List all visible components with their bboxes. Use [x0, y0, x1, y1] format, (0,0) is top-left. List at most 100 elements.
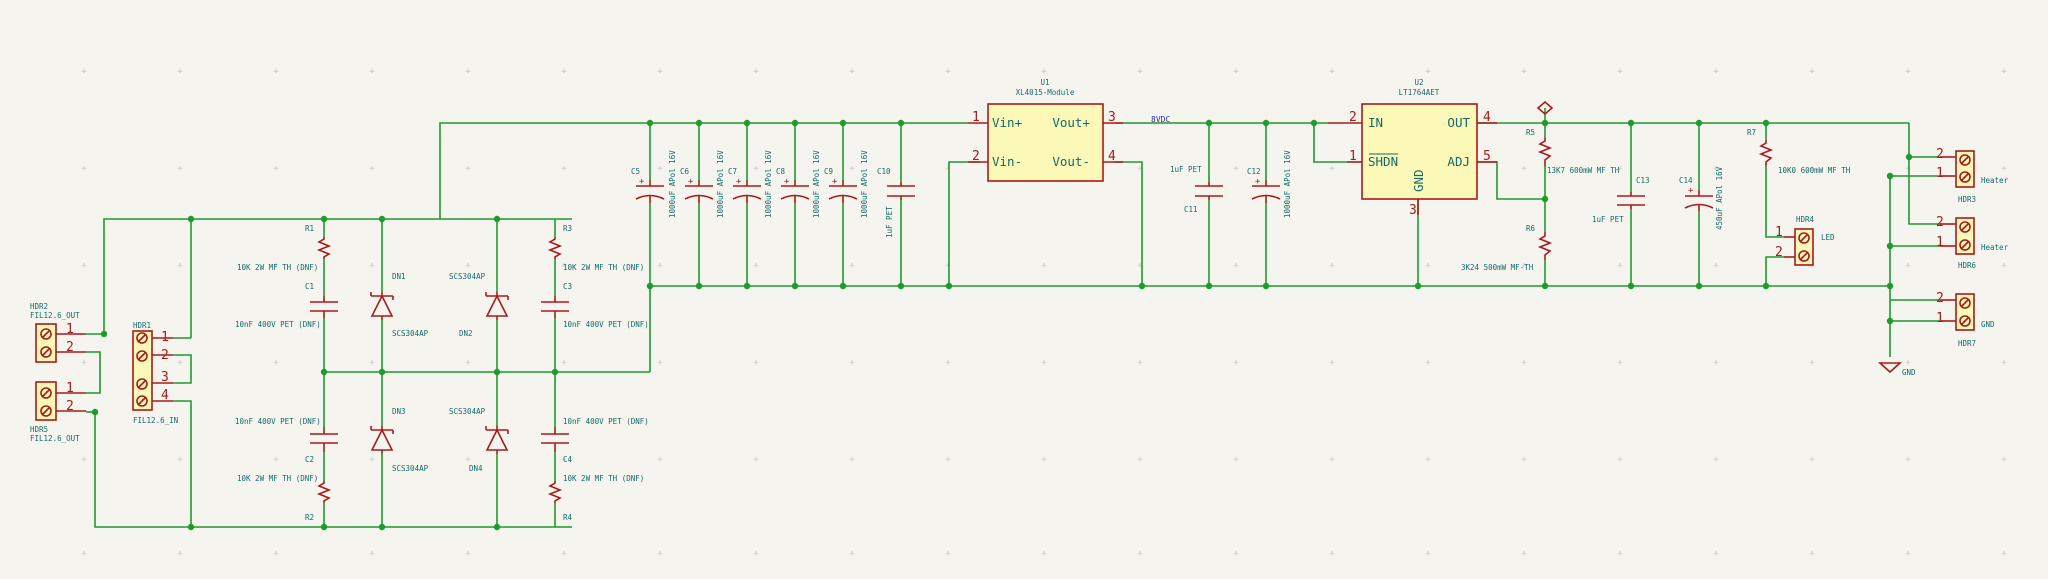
capacitor-c7[interactable]: + C7 1000uF APol 16V	[728, 150, 773, 218]
capacitor-c1[interactable]: C1 10nF 400V PET (DNF)	[235, 282, 338, 329]
gnd-label: GND	[1902, 368, 1916, 377]
capacitor-c2[interactable]: C2 10nF 400V PET (DNF)	[235, 417, 338, 464]
wire-junction	[695, 282, 703, 290]
u2-pin-in: IN	[1368, 115, 1383, 130]
hdr4-value: LED	[1821, 233, 1835, 242]
grid-marker: +	[273, 549, 279, 559]
connector-hdr4[interactable]: 1 2 HDR4 LED	[1775, 215, 1835, 266]
grid-marker: +	[369, 261, 375, 271]
grid-marker: +	[1617, 358, 1623, 368]
grid-marker: +	[1137, 67, 1143, 77]
diode-dn1[interactable]: DN1 SCS304AP	[370, 272, 429, 338]
grid-marker: +	[561, 549, 567, 559]
capacitor-c12[interactable]: + C12 1000uF APol 16V	[1247, 150, 1292, 218]
resistor-r3[interactable]: R3 10K 2W MF TH (DNF)	[547, 224, 644, 272]
grid-marker: +	[369, 455, 375, 465]
c6-ref: C6	[680, 167, 690, 176]
u1-value: XL4015-Module	[1016, 88, 1075, 97]
diode-dn4[interactable]: SCS304AP DN4	[449, 407, 509, 473]
capacitor-c5[interactable]: + C5 1000uF APol 16V	[631, 150, 677, 218]
grid-marker: +	[1425, 455, 1431, 465]
grid-marker: +	[177, 261, 183, 271]
grid-marker: +	[1233, 164, 1239, 174]
resistor-r4[interactable]: R4 10K 2W MF TH (DNF)	[547, 474, 644, 522]
grid-marker: +	[1905, 67, 1911, 77]
grid-marker: +	[1233, 549, 1239, 559]
wire-junction	[646, 119, 654, 127]
wire-junction	[695, 119, 703, 127]
grid-marker: +	[753, 455, 759, 465]
diode-dn3[interactable]: DN3 SCS304AP	[370, 407, 429, 473]
grid-marker: +	[1233, 358, 1239, 368]
resistor-r2[interactable]: R2 10K 2W MF TH (DNF)	[237, 474, 332, 522]
capacitor-c9[interactable]: + C9 1000uF APol 16V	[824, 150, 869, 218]
hdr6-ref: HDR6	[1958, 261, 1977, 270]
c13-ref: C13	[1636, 176, 1650, 185]
grid-marker: +	[177, 455, 183, 465]
connector-hdr3[interactable]: 2 1 Heater HDR3	[1936, 147, 2009, 204]
ground-icon: GND	[1877, 362, 1916, 377]
wire-junction	[945, 282, 953, 290]
connector-hdr5[interactable]: 1 2 HDR5 FIL12.6_OUT	[30, 381, 86, 443]
capacitor-c3[interactable]: C3 10nF 400V PET (DNF)	[541, 282, 649, 329]
grid-marker: +	[1233, 67, 1239, 77]
c2-value: 10nF 400V PET (DNF)	[235, 417, 321, 426]
grid-marker: +	[2001, 358, 2007, 368]
grid-marker: +	[1809, 261, 1815, 271]
grid-marker: +	[1233, 261, 1239, 271]
grid-marker: +	[1329, 549, 1335, 559]
grid-marker: +	[657, 549, 663, 559]
resistor-r1[interactable]: R1 10K 2W MF TH (DNF)	[237, 224, 332, 272]
connector-hdr1[interactable]: 1 2 3 4 HDR1 FIL12.6_IN	[132, 321, 178, 425]
wire-junction	[493, 523, 501, 531]
grid-marker: +	[1521, 67, 1527, 77]
c10-ref: C10	[877, 167, 891, 176]
c7-ref: C7	[728, 167, 737, 176]
svg-text:+: +	[639, 177, 645, 187]
capacitor-c4[interactable]: C4 10nF 400V PET (DNF)	[541, 417, 649, 464]
grid-marker: +	[1329, 67, 1335, 77]
power-flag-icon	[1536, 100, 1554, 116]
grid-marker: +	[1137, 164, 1143, 174]
grid-marker: +	[1137, 261, 1143, 271]
grid-marker: +	[753, 549, 759, 559]
resistor-r5[interactable]: R5 13K7 600mW MF TH	[1526, 128, 1620, 175]
grid-marker: +	[1137, 358, 1143, 368]
capacitor-c13[interactable]: C13 1uF PET	[1592, 176, 1650, 224]
grid-marker: +	[849, 261, 855, 271]
svg-text:+: +	[736, 177, 742, 187]
capacitor-c10[interactable]: C10 1uF PET	[877, 167, 915, 238]
grid-marker: +	[1329, 261, 1335, 271]
u1-pin-vin-plus: Vin+	[992, 115, 1022, 130]
grid-marker: +	[849, 67, 855, 77]
r6-value: 3K24 500mW MF-TH	[1461, 263, 1534, 272]
capacitor-c8[interactable]: + C8 1000uF APol 16V	[776, 150, 821, 218]
grid-marker: +	[177, 358, 183, 368]
capacitor-c6[interactable]: + C6 1000uF APol 16V	[680, 150, 725, 218]
u2-pinnum-in: 2	[1349, 110, 1357, 125]
grid-marker: +	[753, 164, 759, 174]
resistor-r7[interactable]: R7 10K0 600mW MF TH	[1747, 128, 1851, 175]
grid-marker: +	[1521, 549, 1527, 559]
connector-hdr7[interactable]: 2 1 GND HDR7	[1936, 291, 1995, 348]
u2-ref: U2	[1414, 78, 1423, 87]
hdr2-ref: HDR2	[30, 302, 48, 311]
resistor-r6[interactable]: R6 3K24 500mW MF-TH	[1461, 224, 1553, 272]
capacitor-c11[interactable]: 1uF PET C11	[1170, 165, 1223, 214]
connector-hdr2[interactable]: 1 2 HDR2 FIL12.6_OUT	[30, 302, 86, 363]
grid-marker: +	[2001, 455, 2007, 465]
wire-junction	[1205, 119, 1213, 127]
regulator-u2[interactable]: 2 1 4 5 3 IN SHDN OUT ADJ GND U2 LT1764A…	[1328, 78, 1497, 218]
u1-ref: U1	[1040, 78, 1049, 87]
diode-dn2[interactable]: SCS304AP DN2	[449, 272, 509, 338]
grid-marker: +	[81, 67, 87, 77]
capacitor-c14[interactable]: + C14 450uF APol 16V	[1679, 166, 1724, 230]
grid-marker: +	[1905, 261, 1911, 271]
grid-marker: +	[273, 455, 279, 465]
connector-hdr6[interactable]: 2 1 Heater HDR6	[1936, 215, 2009, 270]
wire-junction	[1414, 282, 1422, 290]
dn3-ref: DN3	[392, 407, 406, 416]
grid-marker: +	[1329, 164, 1335, 174]
hdr1-pin-1: 1	[161, 330, 169, 345]
module-u1[interactable]: 1 2 3 4 Vin+ Vin- Vout+ Vout- U1 XL4015-…	[968, 78, 1123, 182]
